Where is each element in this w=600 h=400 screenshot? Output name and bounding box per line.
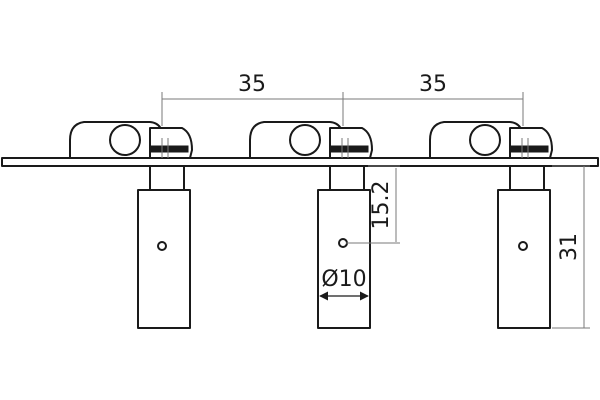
dimension-post-diameter: Ø10 xyxy=(319,267,369,301)
spacing-label-right: 35 xyxy=(419,72,447,97)
post-hole xyxy=(518,241,528,251)
mounting-plate xyxy=(1,157,599,167)
post-height-label: 15.2 xyxy=(369,181,394,230)
post-diameter-label: Ø10 xyxy=(321,267,366,292)
tuner-worm-gear xyxy=(289,124,321,156)
tuner-bushing xyxy=(149,165,185,191)
post-hole xyxy=(338,238,348,248)
tuner-post xyxy=(317,189,371,329)
total-height-label: 31 xyxy=(557,233,582,261)
dimension-total-height: 31 xyxy=(552,165,590,329)
spacing-label-left: 35 xyxy=(238,72,266,97)
dimension-post-height: 15.2 xyxy=(346,165,400,244)
tuner-worm-gear xyxy=(469,124,501,156)
post-hole xyxy=(157,241,167,251)
tuner-worm-gear xyxy=(109,124,141,156)
tuner-bushing xyxy=(329,165,365,191)
tuner-post xyxy=(497,189,551,329)
tuner-3 xyxy=(429,121,553,329)
dimension-spacing: 35 35 xyxy=(161,72,524,126)
tuner-bushing xyxy=(509,165,545,191)
tuner-post xyxy=(137,189,191,329)
tuner-1 xyxy=(69,121,193,329)
tuner-2 xyxy=(249,121,373,329)
